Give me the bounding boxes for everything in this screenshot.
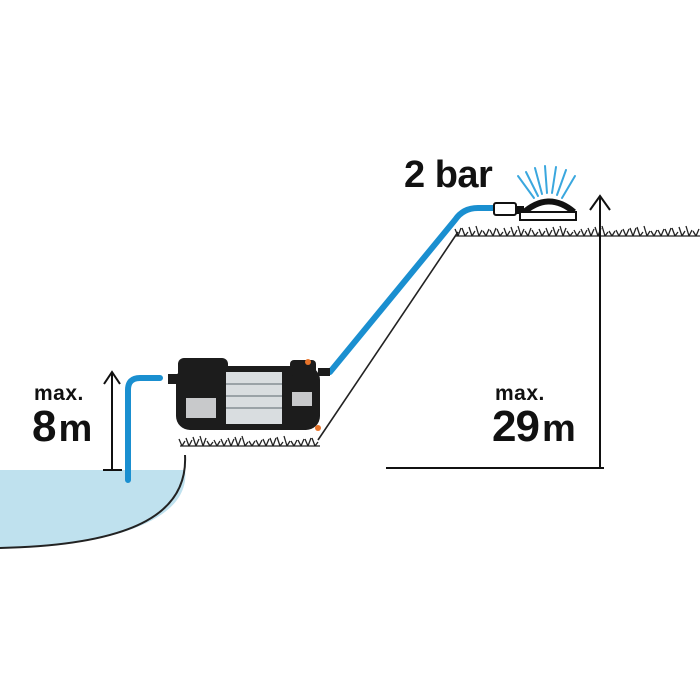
grass-lower — [178, 435, 320, 447]
pressure-label: 2 bar — [404, 154, 493, 196]
water-body — [0, 470, 186, 548]
lift-height-unit: m — [541, 408, 576, 450]
garden-pump-icon — [168, 358, 330, 431]
grass-upper — [454, 225, 700, 237]
suction-height-label: 8m — [32, 402, 92, 451]
grass-tuft — [178, 435, 320, 447]
grass-tuft — [454, 225, 700, 237]
pressure-hose — [327, 205, 497, 375]
suction-height-unit: m — [58, 408, 92, 450]
lift-height-label: 29m — [492, 402, 576, 451]
suction-height-value: 8 — [32, 402, 57, 451]
water-bank-outline — [0, 454, 187, 549]
lift-caption: max. — [495, 382, 545, 405]
suction-hose — [125, 375, 163, 483]
oscillating-sprinkler-icon — [493, 165, 577, 221]
slope-line — [317, 231, 459, 441]
arrow-up-icon — [386, 194, 611, 469]
arrow-up-icon — [103, 370, 122, 471]
suction-caption: max. — [34, 382, 84, 405]
lift-height-value: 29 — [492, 402, 540, 451]
